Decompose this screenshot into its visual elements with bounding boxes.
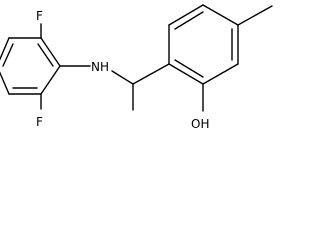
ch-aryl-bond xyxy=(132,63,170,85)
bond xyxy=(202,4,239,26)
n-ch-bond xyxy=(111,70,134,85)
hydroxyl-label: OH xyxy=(191,117,209,131)
double-bond xyxy=(174,59,204,78)
bond xyxy=(0,71,10,95)
difluorophenyl-ring xyxy=(0,37,61,95)
ring-methyl-bond xyxy=(237,5,273,26)
double-bond xyxy=(37,43,54,67)
bond xyxy=(40,65,61,95)
bond xyxy=(40,37,61,67)
methylphenol-ring xyxy=(168,4,239,85)
bond xyxy=(168,63,204,85)
bond xyxy=(0,37,10,61)
fluorine-label-bottom: F xyxy=(36,115,43,129)
double-bond xyxy=(174,11,204,30)
bond xyxy=(168,4,204,26)
chemical-structure-diagram: F F NH OH xyxy=(0,4,273,131)
double-bond xyxy=(2,43,14,67)
bond xyxy=(202,63,239,85)
amine-label: NH xyxy=(91,60,109,74)
fluorine-label-top: F xyxy=(36,9,43,23)
